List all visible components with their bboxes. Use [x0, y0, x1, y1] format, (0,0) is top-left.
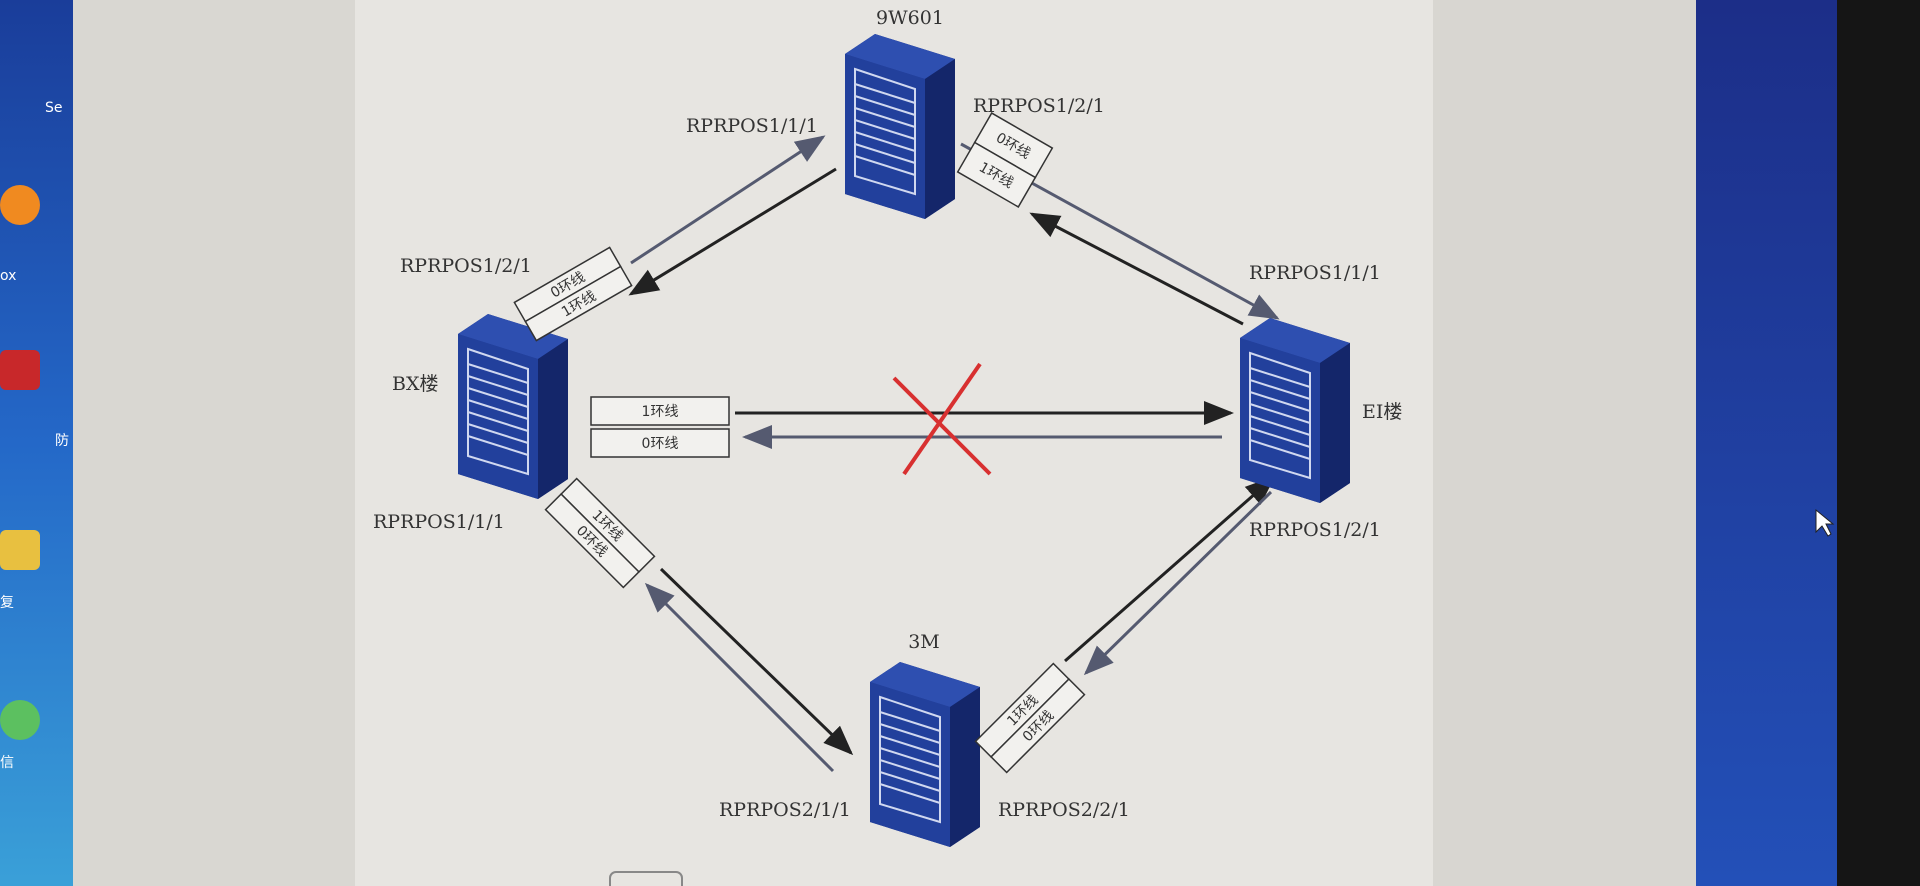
port-label: RPRPOS1/1/1: [373, 511, 505, 533]
server-ei-icon: [1239, 317, 1351, 504]
ring-label-box-bx-top: 0环线 1环线: [513, 246, 633, 342]
node-label-bx: BX楼: [392, 373, 439, 395]
port-label: RPRPOS1/2/1: [973, 95, 1105, 117]
node-label-9w601: 9W601: [876, 7, 944, 29]
broken-link-cross-icon: [892, 362, 992, 476]
arrow-9w601-to-bx: [628, 167, 837, 296]
repair-shield-icon[interactable]: [0, 530, 40, 570]
arrow-bx-to-9w601: [630, 135, 826, 265]
arrow-3m-to-ei: [1064, 476, 1276, 663]
arrow-ei-to-3m: [1083, 490, 1273, 676]
port-label: RPRPOS1/2/1: [1249, 519, 1381, 541]
firefox-icon[interactable]: [0, 185, 40, 225]
arrow-3m-to-bx: [644, 582, 835, 773]
node-label-ei: EI楼: [1362, 401, 1402, 423]
server-9w601-icon: [844, 33, 956, 220]
ring0-label: 0环线: [642, 436, 679, 452]
mouse-cursor-icon: [1815, 508, 1835, 537]
viewer-background-left: [73, 0, 355, 886]
server-bx-icon: [457, 313, 569, 500]
port-label: RPRPOS1/1/1: [686, 115, 818, 137]
ring-label-box-bx-ei: 1环线 0环线: [590, 396, 730, 458]
arrow-ei-to-9w601: [1029, 212, 1244, 326]
monitor-bezel: [1837, 0, 1920, 886]
arrow-bx-to-3m: [659, 567, 854, 756]
server-3m-icon: [869, 661, 981, 848]
port-label: RPRPOS2/2/1: [998, 799, 1130, 821]
desktop-left: ox 防 复 信 Se: [0, 0, 73, 886]
desktop-icon-label: 复: [0, 595, 14, 611]
desktop-icon-label: 信: [0, 755, 14, 771]
toolbar-button[interactable]: [609, 871, 683, 886]
port-label: RPRPOS2/1/1: [719, 799, 851, 821]
wechat-icon[interactable]: [0, 700, 40, 740]
link-arrows: [628, 135, 1280, 773]
ring-label-box-9w601: 0环线 1环线: [956, 112, 1054, 208]
port-label: RPRPOS1/2/1: [400, 255, 532, 277]
ring-label-box-bx-bottom: 1环线 0环线: [544, 477, 656, 589]
ring-label-box-3m: 1环线 0环线: [974, 662, 1086, 774]
viewer-background-right: [1433, 0, 1696, 886]
desktop-icon-label: 防: [55, 433, 69, 449]
ring1-label: 1环线: [642, 404, 679, 420]
desktop-icon-label: Se: [45, 100, 63, 116]
node-label-3m: 3M: [908, 631, 940, 653]
desktop-right: [1696, 0, 1837, 886]
port-label: RPRPOS1/1/1: [1249, 262, 1381, 284]
app-icon[interactable]: [0, 350, 40, 390]
desktop-icon-label: ox: [0, 268, 17, 284]
